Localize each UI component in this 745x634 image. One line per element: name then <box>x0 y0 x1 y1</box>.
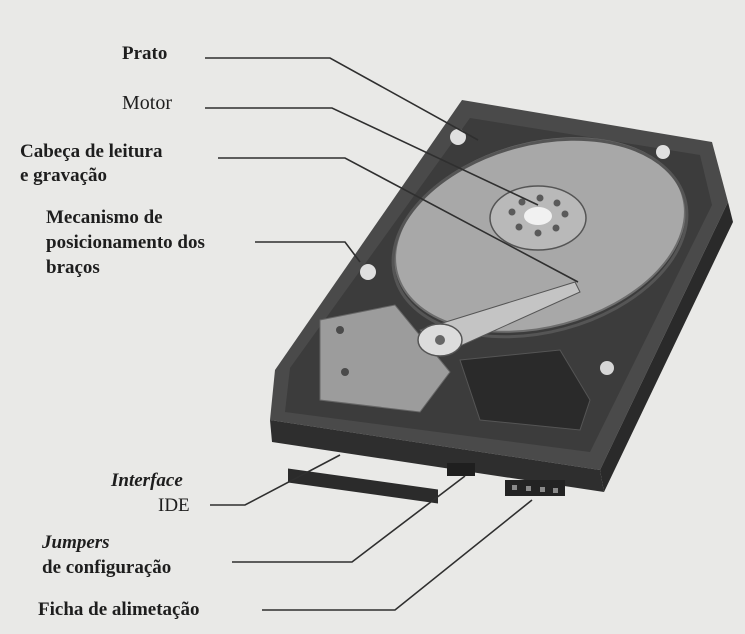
label-interface-line1: Interface <box>111 470 183 491</box>
label-interface-line2: IDE <box>158 495 190 516</box>
power-pins <box>512 485 558 493</box>
motor-screws <box>508 194 569 237</box>
leader-interface <box>210 454 341 506</box>
arm-pivot-screw <box>435 335 445 345</box>
leader-lines <box>205 57 579 611</box>
leader-mecanismo <box>255 241 361 263</box>
label-motor: Motor <box>122 92 172 114</box>
case-right-side <box>600 202 733 492</box>
platter-ring <box>391 137 689 339</box>
label-jumpers-line1: Jumpers <box>42 532 110 553</box>
actuator-screw-2 <box>341 368 349 376</box>
case-front-side <box>270 420 604 492</box>
leader-jumpers <box>232 475 466 563</box>
leader-cabeca <box>218 157 579 283</box>
ide-connector <box>288 468 438 504</box>
label-jumpers-line2: de configuração <box>42 557 172 578</box>
motor-center <box>524 207 552 225</box>
mount-hole-3 <box>360 264 376 280</box>
label-prato: Prato <box>122 43 168 64</box>
leader-prato <box>205 57 479 141</box>
label-ficha: Ficha de alimetação <box>38 599 200 620</box>
mount-hole-1 <box>450 129 466 145</box>
actuator-plate <box>319 304 451 413</box>
power-connector <box>505 480 565 496</box>
jumper-block <box>447 463 475 476</box>
actuator-screw-1 <box>336 326 344 334</box>
leader-motor <box>205 107 539 206</box>
leader-ficha <box>262 499 533 611</box>
mount-hole-4 <box>600 361 614 375</box>
label-cabeca-line1: Cabeça de leitura <box>20 141 163 162</box>
label-cabeca-line2: e gravação <box>20 165 108 186</box>
label-mecanismo-line1: Mecanismo de <box>46 207 163 228</box>
label-mecanismo-line3: braços <box>46 257 100 278</box>
electronics-block <box>459 349 591 431</box>
mount-hole-2 <box>656 145 670 159</box>
label-mecanismo-line2: posicionamento dos <box>46 232 205 253</box>
